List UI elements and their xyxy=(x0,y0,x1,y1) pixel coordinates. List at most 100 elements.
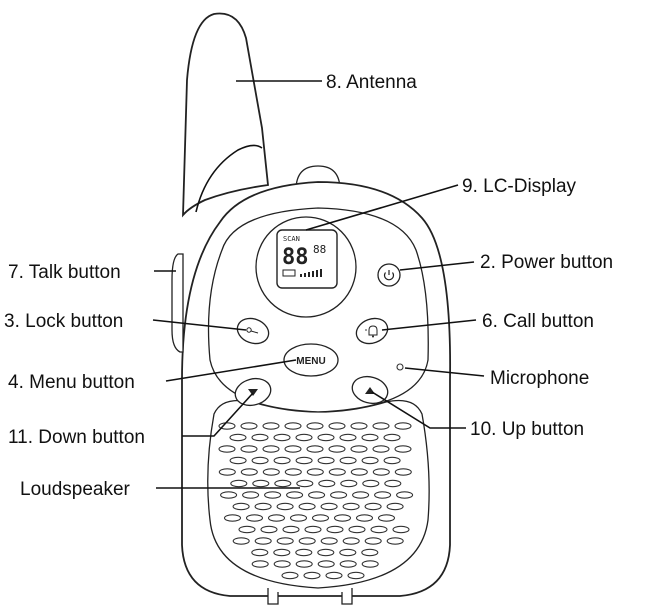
label-microphone: Microphone xyxy=(490,368,589,389)
antenna-edge-line xyxy=(195,144,263,213)
speaker-hole xyxy=(361,456,379,465)
speaker-hole xyxy=(273,548,291,557)
speaker-hole xyxy=(306,422,324,430)
speaker-hole xyxy=(240,468,258,476)
speaker-hole xyxy=(342,502,360,511)
speaker-hole xyxy=(308,491,326,499)
speaker-hole xyxy=(396,491,414,499)
lcd-signal-bars xyxy=(300,269,322,277)
speaker-hole xyxy=(303,571,321,580)
speaker-hole xyxy=(232,537,250,545)
speaker-hole xyxy=(320,502,338,511)
lcd-scan-text: SCAN xyxy=(283,235,300,243)
speaker-hole xyxy=(342,537,360,545)
leader-lock-button xyxy=(152,319,247,331)
label-call-button: 6. Call button xyxy=(482,311,594,332)
device: SCAN 88 88 xyxy=(171,12,452,605)
labels: 8. Antenna 9. LC-Display 7. Talk button … xyxy=(4,72,613,500)
speaker-hole xyxy=(273,433,291,442)
leader-microphone xyxy=(404,367,485,377)
speaker-hole xyxy=(252,479,270,488)
speaker-hole xyxy=(223,514,242,522)
speaker-hole xyxy=(372,468,390,476)
speaker-hole xyxy=(372,445,390,453)
speaker-hole xyxy=(370,525,388,534)
speaker-hole xyxy=(318,479,336,488)
speaker-hole xyxy=(364,502,382,511)
call-button xyxy=(355,317,389,345)
speaker-grille xyxy=(218,422,414,580)
speaker-hole xyxy=(377,514,396,522)
speaker-hole xyxy=(254,502,272,511)
speaker-hole xyxy=(238,525,256,534)
speaker-hole xyxy=(251,433,269,442)
speaker-hole xyxy=(274,479,292,488)
speaker-hole xyxy=(340,479,358,488)
speaker-hole xyxy=(295,548,313,557)
menu-button: MENU xyxy=(283,343,339,377)
speaker-hole xyxy=(295,433,313,442)
speaker-hole xyxy=(350,468,368,476)
speaker-hole xyxy=(298,502,316,511)
speaker-hole xyxy=(325,571,343,580)
speaker-hole xyxy=(218,468,236,476)
speaker-hole xyxy=(229,456,247,465)
speaker-hole xyxy=(394,445,412,453)
speaker-hole xyxy=(317,560,335,568)
speaker-hole xyxy=(392,525,410,534)
speaker-hole xyxy=(384,479,402,488)
speaker-hole xyxy=(260,525,278,534)
speaker-hole xyxy=(284,445,302,453)
speaker-hole xyxy=(350,445,368,453)
speaker-hole xyxy=(254,537,272,545)
speaker-hole xyxy=(362,479,380,488)
leader-lc-display xyxy=(305,184,459,231)
speaker-hole xyxy=(355,514,374,522)
speaker-hole xyxy=(383,433,401,442)
label-menu-button: 4. Menu button xyxy=(8,372,135,393)
speaker-hole xyxy=(220,491,238,499)
speaker-hole xyxy=(230,479,248,488)
speaker-hole xyxy=(284,468,302,476)
speaker-hole xyxy=(304,525,322,534)
speaker-hole xyxy=(262,422,280,430)
belt-clip-left xyxy=(267,588,279,605)
speaker-hole xyxy=(245,514,264,522)
menu-key-label: MENU xyxy=(296,356,325,367)
talk-button xyxy=(171,253,184,353)
speaker-hole xyxy=(386,502,404,511)
leader-lines xyxy=(152,80,485,489)
leader-menu-button xyxy=(165,359,297,382)
label-lock-button: 3. Lock button xyxy=(4,311,123,332)
speaker-hole xyxy=(264,491,282,499)
power-button xyxy=(377,263,401,287)
belt-clip-right xyxy=(341,588,353,605)
label-talk-button: 7. Talk button xyxy=(8,262,121,283)
bell-icon xyxy=(365,325,378,338)
lcd-battery-icon xyxy=(282,269,296,277)
speaker-hole xyxy=(276,537,294,545)
speaker-hole xyxy=(348,525,366,534)
key-icon xyxy=(246,327,259,334)
speaker-hole xyxy=(242,491,260,499)
speaker-hole xyxy=(374,491,392,499)
leader-up-button xyxy=(371,391,466,429)
speaker-hole xyxy=(394,468,412,476)
label-power-button: 2. Power button xyxy=(480,252,613,273)
speaker-hole xyxy=(281,571,299,580)
speaker-hole xyxy=(262,468,280,476)
label-down-button: 11. Down button xyxy=(8,427,145,448)
speaker-hole xyxy=(282,525,300,534)
speaker-hole xyxy=(350,422,368,430)
speaker-hole xyxy=(262,445,280,453)
speaker-hole xyxy=(347,571,365,580)
speaker-hole xyxy=(311,514,330,522)
speaker-hole xyxy=(328,422,346,430)
speaker-hole xyxy=(317,433,335,442)
speaker-hole xyxy=(306,445,324,453)
speaker-hole xyxy=(326,525,344,534)
speaker-hole xyxy=(364,537,382,545)
speaker-hole xyxy=(352,491,370,499)
speaker-hole xyxy=(240,422,258,430)
